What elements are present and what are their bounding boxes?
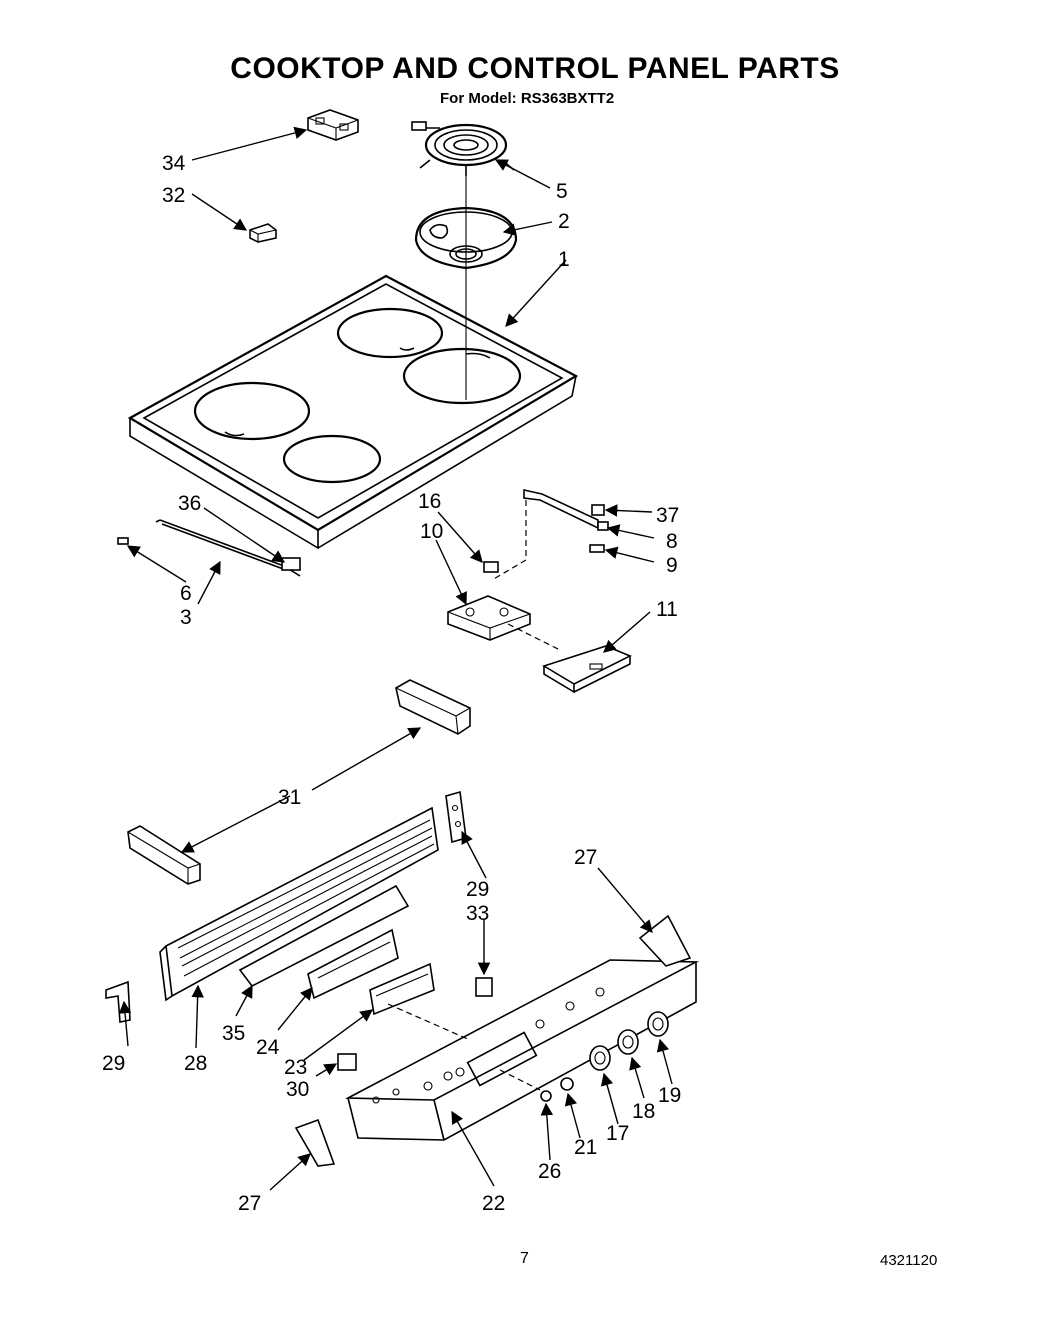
callout-18: 18 [632, 1100, 655, 1123]
callout-labels: 34 32 5 2 1 36 6 3 16 10 37 8 9 11 31 29… [102, 152, 681, 1215]
callout-32: 32 [162, 184, 185, 207]
part-5-surface-element [411, 121, 515, 176]
callout-2: 2 [558, 210, 570, 233]
part-30-switch [337, 1053, 357, 1071]
part-18-knob [617, 1029, 639, 1055]
callout-6: 6 [180, 582, 192, 605]
part-31-bracket-lower [127, 825, 201, 885]
page-number: 7 [520, 1250, 529, 1267]
callout-34: 34 [162, 152, 186, 175]
part-23-display [369, 962, 435, 1016]
callout-23: 23 [284, 1056, 307, 1079]
part-27-end-cap-right [638, 914, 692, 967]
callout-21: 21 [574, 1136, 597, 1159]
callout-22: 22 [482, 1192, 505, 1215]
part-31-bracket-upper [395, 679, 471, 735]
part-34-terminal-block [307, 109, 359, 141]
callout-1: 1 [558, 248, 570, 271]
callout-9: 9 [666, 554, 678, 577]
callout-33: 33 [466, 902, 489, 925]
part-27-end-cap-left [294, 1118, 336, 1167]
part-1-cooktop [127, 274, 579, 550]
callout-35: 35 [222, 1022, 245, 1045]
callout-24: 24 [256, 1036, 280, 1059]
part-28-rear-trim [159, 806, 439, 1002]
part-22-control-panel [344, 959, 700, 1141]
part-32-clip [249, 223, 277, 243]
part-33-switch [475, 977, 493, 997]
model-subtitle: For Model: RS363BXTT2 [440, 90, 615, 107]
callout-36: 36 [178, 492, 201, 515]
part-3-rod [117, 519, 301, 577]
callout-28: 28 [184, 1052, 207, 1075]
callout-17: 17 [606, 1122, 629, 1145]
callout-29-left: 29 [102, 1052, 125, 1075]
callout-27-left: 27 [238, 1192, 261, 1215]
callout-3: 3 [180, 606, 192, 629]
part-19-knob [647, 1011, 669, 1037]
part-11-bracket [542, 645, 632, 694]
part-29-bracket-left [105, 980, 131, 1023]
diagram-title: COOKTOP AND CONTROL PANEL PARTS [230, 52, 840, 85]
leader-lines [118, 126, 673, 1191]
callout-29-right: 29 [466, 878, 489, 901]
callout-31: 31 [278, 786, 301, 809]
document-number: 4321120 [880, 1252, 938, 1269]
callout-10: 10 [420, 520, 443, 543]
part-26-knob-small [540, 1090, 552, 1102]
callout-16: 16 [418, 490, 441, 513]
callout-26: 26 [538, 1160, 561, 1183]
part-35-bracket [238, 884, 410, 988]
callout-8: 8 [666, 530, 678, 553]
callout-37: 37 [656, 504, 679, 527]
part-8-rod [523, 489, 609, 553]
callout-27-right: 27 [574, 846, 597, 869]
part-29-bracket-right [445, 790, 467, 844]
callout-30: 30 [286, 1078, 309, 1101]
callout-11: 11 [656, 598, 678, 621]
part-17-knob [589, 1045, 611, 1071]
part-16-switch-clip [483, 561, 499, 573]
callout-5: 5 [556, 180, 568, 203]
part-21-knob-small [560, 1077, 574, 1091]
part-10-switch [447, 595, 531, 641]
callout-19: 19 [658, 1084, 681, 1107]
